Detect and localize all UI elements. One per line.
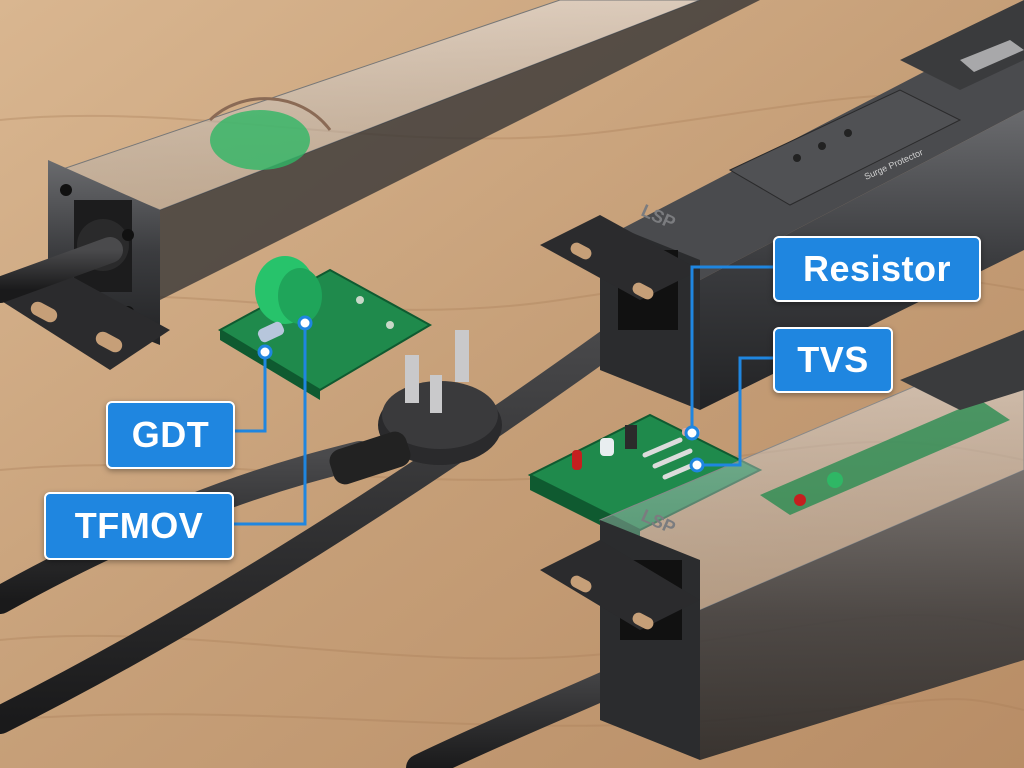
resistor-dot bbox=[684, 425, 700, 441]
resistor-leader bbox=[690, 265, 773, 430]
tfmov-dot bbox=[297, 315, 313, 331]
callout-leaders bbox=[230, 265, 773, 526]
tfmov-label: TFMOV bbox=[44, 492, 234, 560]
tvs-leader bbox=[700, 356, 773, 467]
tvs-dot bbox=[689, 457, 705, 473]
tvs-label: TVS bbox=[773, 327, 893, 393]
pdu-bottom-right: LSP bbox=[540, 330, 1024, 760]
callout-dots bbox=[257, 315, 705, 473]
tfmov-leader bbox=[230, 325, 307, 526]
gdt-label: GDT bbox=[106, 401, 235, 469]
gdt-dot bbox=[257, 344, 273, 360]
gdt-leader bbox=[231, 355, 267, 433]
pcb-left bbox=[217, 256, 433, 400]
resistor-label: Resistor bbox=[773, 236, 981, 302]
power-plug bbox=[329, 330, 502, 485]
